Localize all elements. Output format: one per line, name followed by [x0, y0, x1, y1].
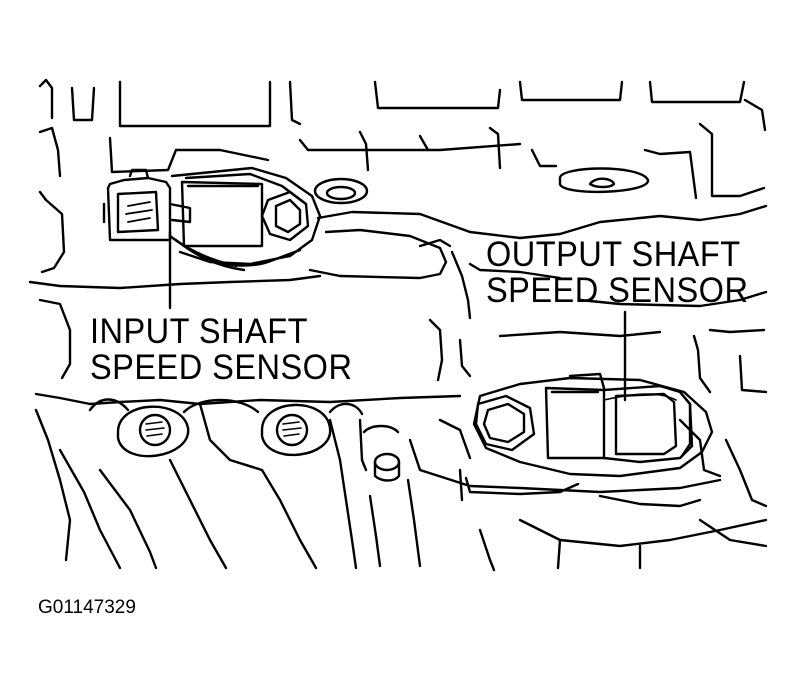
- output-sensor-label-line2: SPEED SENSOR: [486, 271, 749, 310]
- input-sensor-label-line2: SPEED SENSOR: [90, 348, 353, 387]
- case-outline: [28, 78, 768, 572]
- input-shaft-speed-sensor: [102, 166, 322, 272]
- bolt-boss-right: [260, 403, 332, 457]
- output-shaft-speed-sensor: [472, 372, 714, 478]
- output-sensor-label-line1: OUTPUT SHAFT: [486, 235, 741, 274]
- leader-lines: [168, 230, 627, 402]
- input-sensor-label-line1: INPUT SHAFT: [90, 312, 308, 351]
- boss-arches: [88, 398, 364, 416]
- figure-id: G01147329: [38, 597, 136, 618]
- bolt-boss-left: [116, 405, 190, 458]
